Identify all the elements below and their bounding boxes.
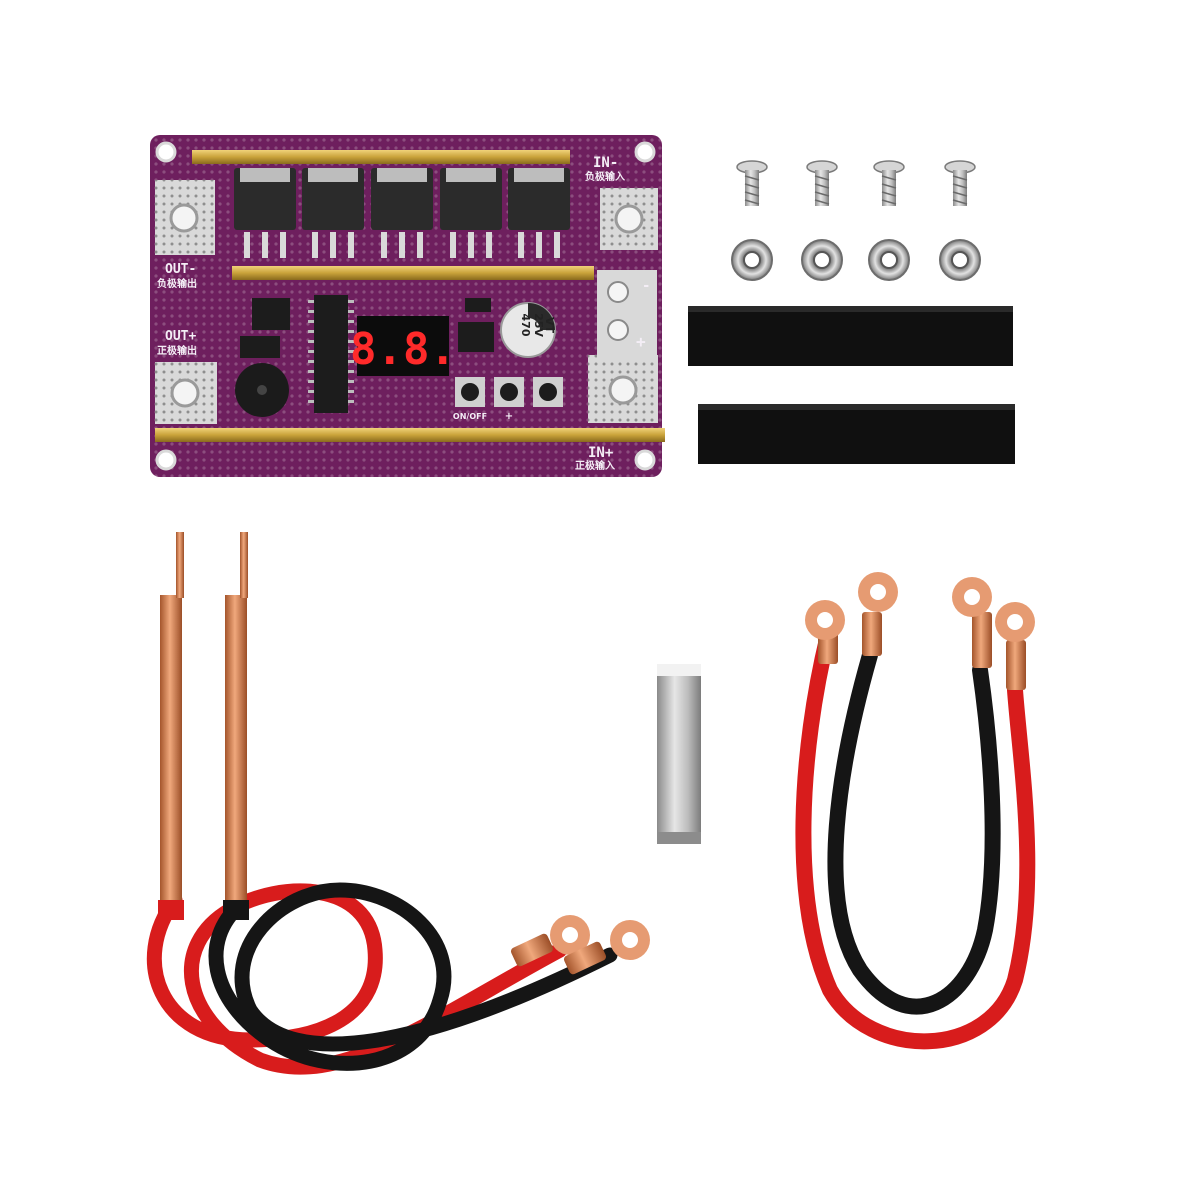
- battery-cable-set: [795, 572, 1036, 1050]
- ic-chip: [252, 298, 290, 330]
- ring-terminal: [510, 915, 590, 967]
- ic-chip-long: [314, 295, 348, 413]
- ring-terminal: [952, 577, 992, 668]
- capacitor-series: VT: [543, 317, 556, 334]
- nut-set: [731, 239, 981, 281]
- label-in-minus-cn: 负极输入: [585, 170, 625, 183]
- bus-bar-bottom: [155, 428, 665, 442]
- display-value: 8.8.: [350, 324, 456, 375]
- side-terminal-block: [597, 270, 657, 362]
- mosfet: [234, 168, 296, 258]
- screw-terminal: [169, 203, 199, 233]
- screw-terminal: [608, 375, 638, 405]
- ring-terminal: [995, 602, 1035, 690]
- terminal-minus-label: -: [642, 278, 650, 294]
- welding-pen: [160, 595, 182, 905]
- bus-bar-top: [192, 150, 570, 164]
- heat-shrink-tube: [688, 306, 1013, 366]
- mosfet: [440, 168, 502, 258]
- button-label-plus: +: [505, 411, 513, 422]
- screw-terminal: [170, 378, 200, 408]
- tactile-button[interactable]: [455, 377, 485, 407]
- button-label-onoff: ON/OFF: [453, 412, 487, 421]
- heat-shrink-tube: [698, 404, 1015, 464]
- label-out-minus: OUT-: [165, 262, 196, 277]
- mosfet: [302, 168, 364, 258]
- smd-component: [458, 322, 494, 352]
- ring-terminal: [858, 572, 898, 656]
- smd-component: [240, 336, 280, 358]
- mosfet-row: [234, 168, 570, 258]
- electrolytic-capacitor: 470 25V VT: [500, 302, 556, 358]
- red-cable: [795, 627, 1036, 1050]
- mosfet: [371, 168, 433, 258]
- capacitor-capacity: 470: [519, 314, 532, 337]
- tactile-button[interactable]: [494, 377, 524, 407]
- label-in-plus-cn: 正极输入: [575, 459, 615, 472]
- screw: [736, 160, 768, 206]
- mount-hole: [634, 449, 656, 471]
- mosfet: [508, 168, 570, 258]
- screw-terminal: [614, 204, 644, 234]
- bus-bar-middle: [232, 266, 594, 280]
- label-out-plus-cn: 正极输出: [157, 344, 197, 357]
- screw: [806, 160, 838, 206]
- label-in-minus: IN-: [593, 155, 618, 171]
- mount-hole: [634, 141, 656, 163]
- spot-welder-pcb: 8.8. 470 25V VT ON/OFF + -: [150, 135, 665, 477]
- label-out-minus-cn: 负极输出: [157, 277, 197, 290]
- capacitor-voltage: 25V: [532, 313, 545, 337]
- tactile-button[interactable]: [533, 377, 563, 407]
- label-in-plus: IN+: [588, 445, 613, 461]
- ring-terminal: [563, 920, 650, 975]
- ring-terminal: [805, 600, 845, 664]
- mount-hole: [155, 141, 177, 163]
- label-out-plus: OUT+: [165, 329, 196, 344]
- smd-diode: [465, 298, 491, 312]
- black-cable: [827, 647, 1001, 1015]
- nickel-strip-roll: [657, 664, 701, 844]
- black-wire: [208, 882, 618, 1071]
- mount-hole: [155, 449, 177, 471]
- screw: [873, 160, 905, 206]
- screw-set: [736, 160, 976, 206]
- terminal-plus-label: +: [636, 332, 646, 351]
- screw: [944, 160, 976, 206]
- seven-segment-display: [357, 316, 449, 376]
- welding-pen-set: [146, 532, 650, 1075]
- welding-pen: [225, 595, 247, 905]
